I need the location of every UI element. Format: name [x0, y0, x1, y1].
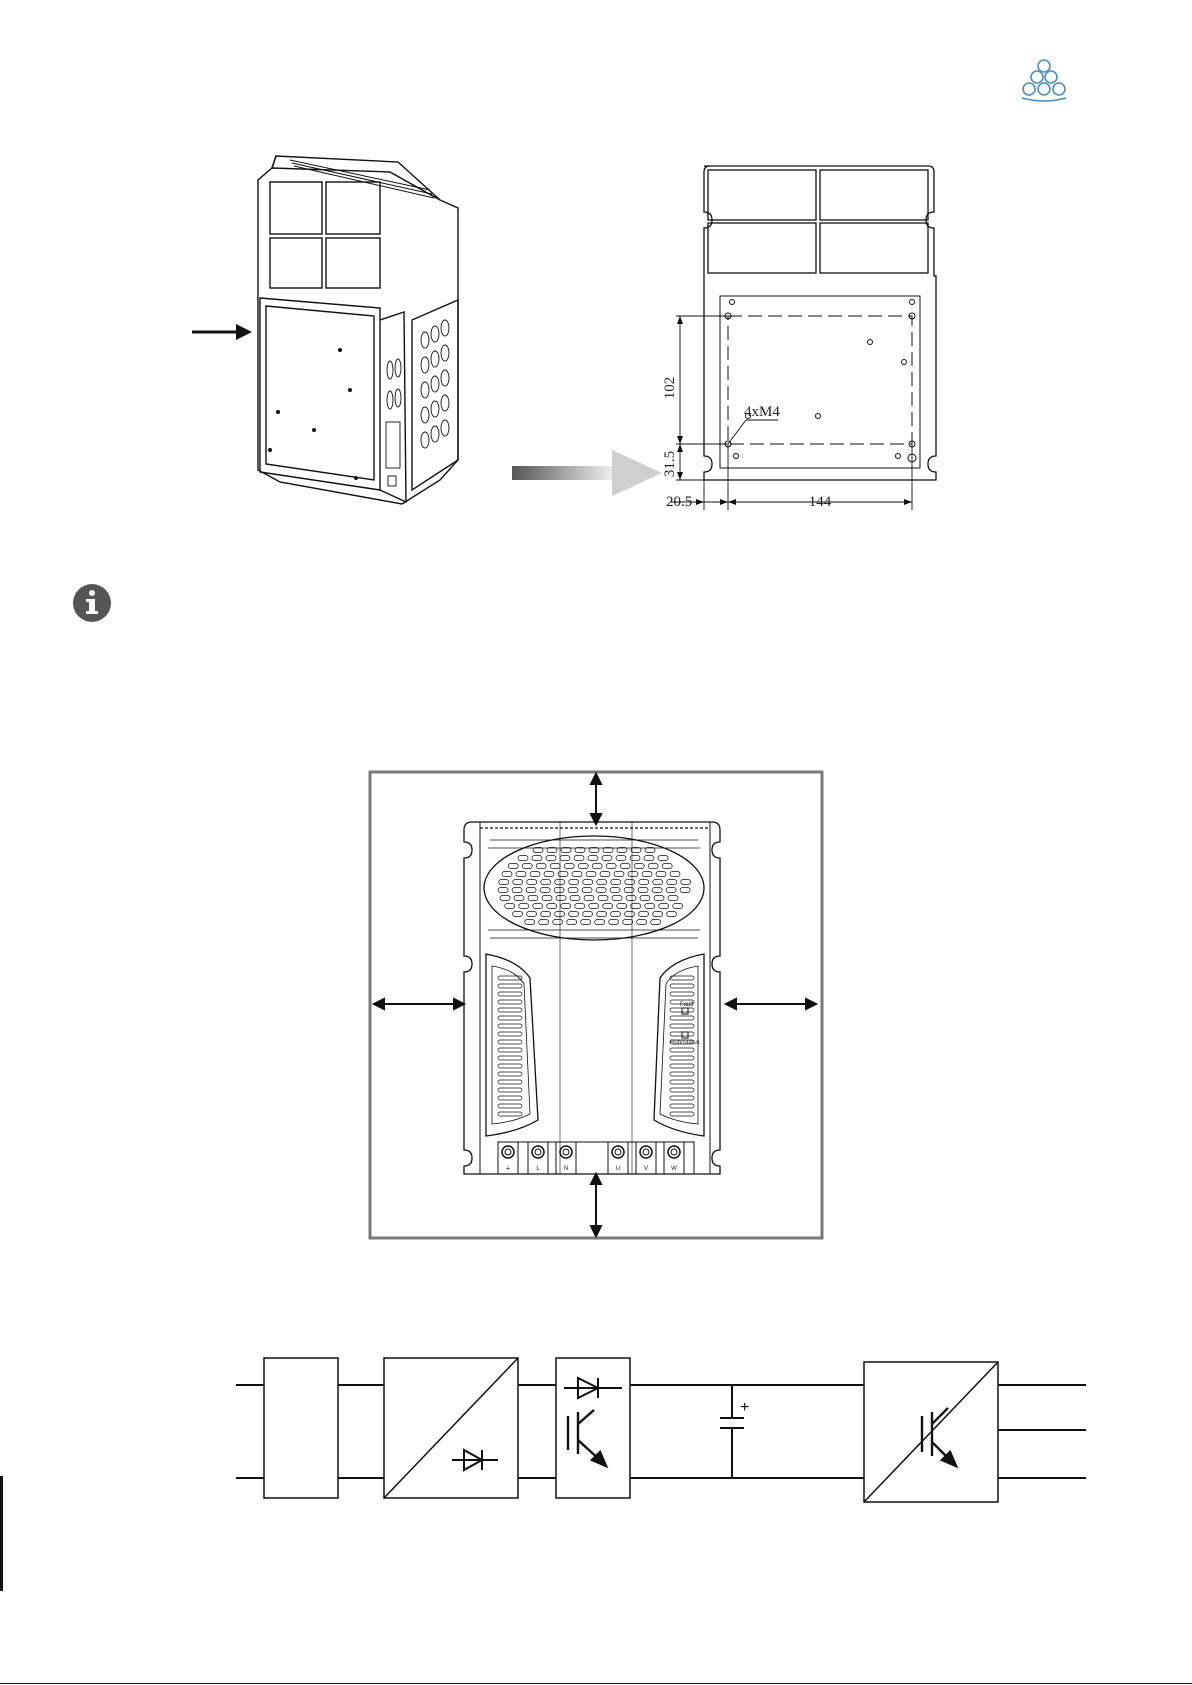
clearance-figure: Fault Run/Status ⏚ L N U V W [368, 770, 824, 1240]
terminal-3: U [608, 1142, 628, 1174]
pfc-diode-icon [564, 1378, 622, 1398]
margin-bar [0, 1476, 3, 1591]
mounting-dimension-drawing [670, 166, 936, 510]
diode-icon [452, 1450, 498, 1470]
info-icon [72, 583, 112, 623]
dim-width-main: 144 [809, 494, 832, 510]
clover-logo-icon [1018, 56, 1070, 102]
mounting-figure: 102 31.5 20.5 144 4xM4 [180, 150, 950, 530]
block-diagram-figure: + [230, 1352, 1090, 1512]
gradient-arrow-icon [512, 450, 662, 496]
terminal-1: L [528, 1142, 548, 1174]
terminal-label: W [671, 1166, 677, 1172]
drive-isometric-view [258, 156, 458, 504]
rectifier-block [384, 1358, 518, 1498]
terminal-label: N [564, 1166, 568, 1172]
dim-height-offset: 31.5 [662, 451, 678, 477]
capacitor-polarity: + [740, 1399, 749, 1416]
dim-height-main: 102 [662, 377, 678, 400]
terminal-5: W [664, 1142, 684, 1174]
terminal-0: ⏚ [498, 1142, 518, 1174]
terminal-label: V [644, 1166, 648, 1172]
terminal-label: L [536, 1166, 540, 1172]
pfc-igbt-icon [568, 1410, 606, 1466]
footer-rule [0, 1683, 1192, 1684]
pointing-arrow-icon [192, 324, 252, 340]
filter-block [264, 1358, 338, 1498]
dim-width-offset: 20.5 [666, 494, 692, 510]
grille-slots [488, 840, 700, 938]
clearance-arrows [374, 774, 816, 1236]
terminal-2: N [556, 1142, 576, 1174]
led-label-fault: Fault [680, 1002, 694, 1008]
terminal-4: V [636, 1142, 656, 1174]
led-label-run: Run/Status [670, 1040, 700, 1046]
terminal-label: U [616, 1166, 620, 1172]
dc-bus-lines [236, 1385, 1086, 1478]
dim-hole-spec: 4xM4 [744, 404, 780, 420]
terminal-label: ⏚ [505, 1165, 511, 1172]
drive-front-view [464, 822, 720, 1174]
